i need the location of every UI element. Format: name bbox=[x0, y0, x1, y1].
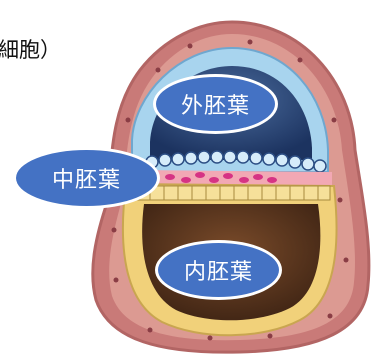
mesoderm-cells bbox=[165, 172, 277, 183]
wall-cells bbox=[111, 39, 349, 341]
epiblast-cells bbox=[145, 150, 327, 173]
hypoblast-cells bbox=[135, 185, 331, 201]
ectoderm-label: 外胚葉 bbox=[153, 74, 278, 134]
mesoderm-label: 中胚葉 bbox=[13, 147, 160, 209]
endoderm-label: 内胚葉 bbox=[155, 240, 282, 300]
partial-text: 細胞） bbox=[0, 38, 61, 62]
